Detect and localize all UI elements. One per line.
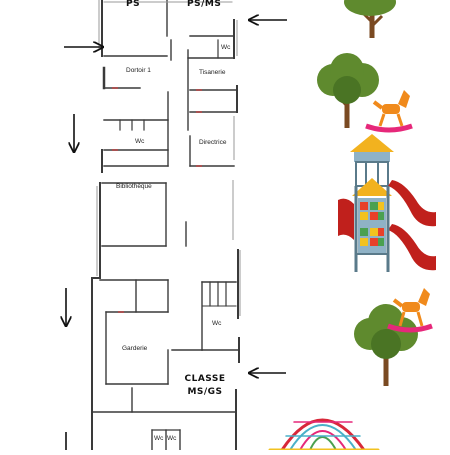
door-marks [112, 87, 202, 313]
room-label-dortoir: Dortoir 1 [126, 67, 151, 74]
rocking-horse-icon [365, 90, 413, 133]
room-label-wc-bottom-a: Wc [154, 435, 164, 442]
room-label-wc-lower: Wc [212, 320, 222, 327]
room-label-ps: PS [126, 0, 141, 9]
room-label-bibliotheque: Bibliothèque [116, 183, 152, 190]
building-walls [91, 0, 240, 451]
room-label-classe-line1: CLASSE [184, 374, 226, 384]
tree-icon [317, 53, 379, 128]
climbing-dome-icon [268, 418, 380, 452]
room-label-classe-line2: MS/GS [187, 387, 223, 397]
room-label-wc-mid: Wc [135, 138, 145, 145]
room-label-garderie: Garderie [122, 345, 148, 352]
play-tower-slide-icon [338, 134, 436, 272]
room-label-wc-top: Wc [221, 44, 231, 51]
entrance-arrows [64, 20, 287, 450]
tree-icon [344, 0, 396, 38]
room-label-tisanerie: Tisanerie [199, 69, 226, 76]
room-label-wc-bottom-b: Wc [167, 435, 177, 442]
rocking-horse-icon [387, 288, 433, 333]
tree-icon [354, 304, 418, 386]
wall-windows [96, 0, 241, 316]
room-label-classe-ms-gs: CLASSE MS/GS [181, 373, 229, 399]
room-label-directrice: Directrice [199, 139, 227, 146]
room-label-ps-ms: PS/MS [187, 0, 222, 9]
